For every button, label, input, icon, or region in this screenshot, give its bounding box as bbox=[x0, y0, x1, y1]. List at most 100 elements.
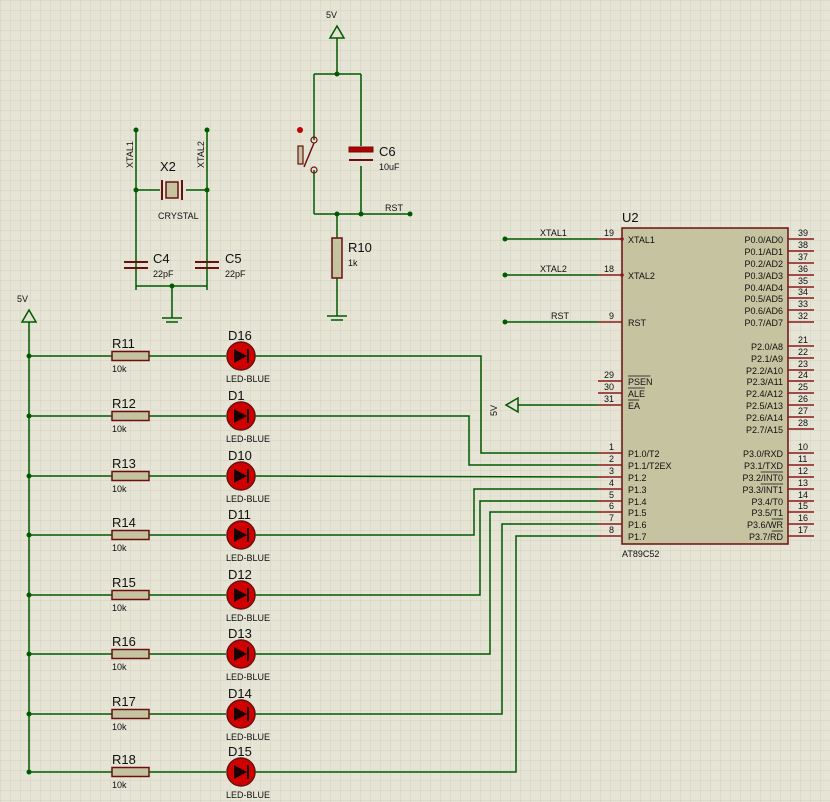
led-ref: D15 bbox=[228, 744, 252, 759]
led-net-wire bbox=[254, 475, 599, 478]
mcu-pin-name: P1.5 bbox=[628, 508, 647, 518]
mcu-pin-number: 19 bbox=[604, 228, 614, 238]
resistor-ref: R16 bbox=[112, 634, 136, 649]
mcu-pin-number: 8 bbox=[609, 525, 614, 535]
mcu-pin-name: P0.1/AD1 bbox=[744, 247, 783, 257]
led-value: LED-BLUE bbox=[226, 553, 270, 563]
mcu-pin-name: PSEN bbox=[628, 377, 653, 387]
led-ref: D14 bbox=[228, 686, 252, 701]
mcu-pin-number: 16 bbox=[798, 513, 808, 523]
led-net-wire bbox=[255, 415, 598, 466]
mcu-pin-number: 36 bbox=[798, 264, 808, 274]
mcu-pin-number: 9 bbox=[609, 311, 614, 321]
ground-symbol-crystal bbox=[162, 317, 182, 323]
led-net-wire bbox=[255, 500, 598, 596]
led-diode bbox=[226, 580, 256, 610]
mcu-pin-name: P3.0/RXD bbox=[743, 449, 784, 459]
power-label-left: 5V bbox=[17, 294, 28, 304]
power-arrow-top: 5V bbox=[326, 10, 346, 39]
resistor-ref: R13 bbox=[112, 456, 136, 471]
mcu-input-nets: XTAL1 XTAL2 RST 5V bbox=[489, 228, 598, 416]
reset-junctions: RST bbox=[334, 71, 413, 217]
led-diode bbox=[226, 401, 256, 431]
mcu-pin-number: 38 bbox=[798, 240, 808, 250]
mcu-pin-name: P3.5/T1 bbox=[751, 508, 783, 518]
mcu-pin-name: ALE bbox=[628, 389, 645, 399]
mcu-pin-number: 5 bbox=[609, 490, 614, 500]
mcu-pin-number: 3 bbox=[609, 466, 614, 476]
power-label-top: 5V bbox=[326, 10, 337, 20]
led-resistor bbox=[111, 708, 150, 720]
r10-ref: R10 bbox=[348, 240, 372, 255]
crystal-value: CRYSTAL bbox=[158, 211, 199, 221]
mcu-pin-number: 17 bbox=[798, 525, 808, 535]
led-value: LED-BLUE bbox=[226, 494, 270, 504]
mcu-pin-name: P2.5/A13 bbox=[746, 401, 783, 411]
r10-value: 1k bbox=[348, 258, 358, 268]
mcu-pin-number: 35 bbox=[798, 276, 808, 286]
mcu-pin-number: 15 bbox=[798, 501, 808, 511]
mcu-pin-name: P0.0/AD0 bbox=[744, 235, 783, 245]
mcu-pin-number: 25 bbox=[798, 382, 808, 392]
mcu-pin-number: 33 bbox=[798, 299, 808, 309]
led-diode bbox=[226, 757, 256, 787]
mcu-pin-name: P2.6/A14 bbox=[746, 413, 783, 423]
led-value: LED-BLUE bbox=[226, 732, 270, 742]
mcu-pin-number: 14 bbox=[798, 490, 808, 500]
mcu-ref: U2 bbox=[622, 210, 639, 225]
led-ref: D16 bbox=[228, 328, 252, 343]
mcu-pin-name: P1.1/T2EX bbox=[628, 461, 672, 471]
resistor-value: 10k bbox=[112, 424, 127, 434]
mcu-pin-number: 21 bbox=[798, 335, 808, 345]
c5-value: 22pF bbox=[225, 269, 246, 279]
mcu-pin-name: P0.3/AD3 bbox=[744, 271, 783, 281]
mcu-pin-number: 34 bbox=[798, 287, 808, 297]
led-net-wire bbox=[255, 511, 598, 655]
xtal1-net-mcu: XTAL1 bbox=[540, 228, 567, 238]
led-net-wire bbox=[255, 488, 598, 536]
mcu-pin-number: 27 bbox=[798, 406, 808, 416]
mcu-pin-name: P0.4/AD4 bbox=[744, 283, 783, 293]
mcu-pin-number: 37 bbox=[798, 252, 808, 262]
mcu-pin-name: P3.2/INT0 bbox=[742, 473, 783, 483]
resistor-value: 10k bbox=[112, 543, 127, 553]
mcu-pin-name: P2.1/A9 bbox=[751, 354, 783, 364]
resistor-r10: R10 1k bbox=[331, 237, 372, 279]
mcu-body bbox=[621, 227, 789, 545]
mcu-pin-name: P1.6 bbox=[628, 520, 647, 530]
cap-c5: C5 22pF bbox=[195, 251, 246, 279]
mcu-pin-name: P1.7 bbox=[628, 532, 647, 542]
led-diode bbox=[226, 461, 256, 491]
mcu-pin-number: 6 bbox=[609, 501, 614, 511]
mcu-pin-number: 1 bbox=[609, 442, 614, 452]
ground-symbol-reset bbox=[327, 315, 347, 321]
led-diode bbox=[226, 341, 256, 371]
mcu-pin-name: P3.4/T0 bbox=[751, 497, 783, 507]
led-ref: D12 bbox=[228, 567, 252, 582]
resistor-ref: R18 bbox=[112, 752, 136, 767]
mcu-pin-name: RST bbox=[628, 318, 647, 328]
resistor-value: 10k bbox=[112, 780, 127, 790]
resistor-ref: R11 bbox=[112, 336, 135, 351]
mcu-pin-name: P2.4/A12 bbox=[746, 389, 783, 399]
mcu-pin-name: P3.7/RD bbox=[749, 532, 784, 542]
mcu-pin-number: 24 bbox=[798, 370, 808, 380]
crystal-x2: X2 CRYSTAL bbox=[158, 159, 199, 221]
resistor-value: 10k bbox=[112, 484, 127, 494]
c5-ref: C5 bbox=[225, 251, 242, 266]
mcu-pin-name: P3.3/INT1 bbox=[742, 485, 783, 495]
led-diode bbox=[226, 520, 256, 550]
led-value: LED-BLUE bbox=[226, 790, 270, 800]
mcu-pin-number: 10 bbox=[798, 442, 808, 452]
led-rows: R1110kD16LED-BLUER1210kD1LED-BLUER1310kD… bbox=[26, 328, 599, 800]
resistor-value: 10k bbox=[112, 603, 127, 613]
xtal1-net-label: XTAL1 bbox=[125, 141, 135, 168]
xtal2-net-mcu: XTAL2 bbox=[540, 264, 567, 274]
